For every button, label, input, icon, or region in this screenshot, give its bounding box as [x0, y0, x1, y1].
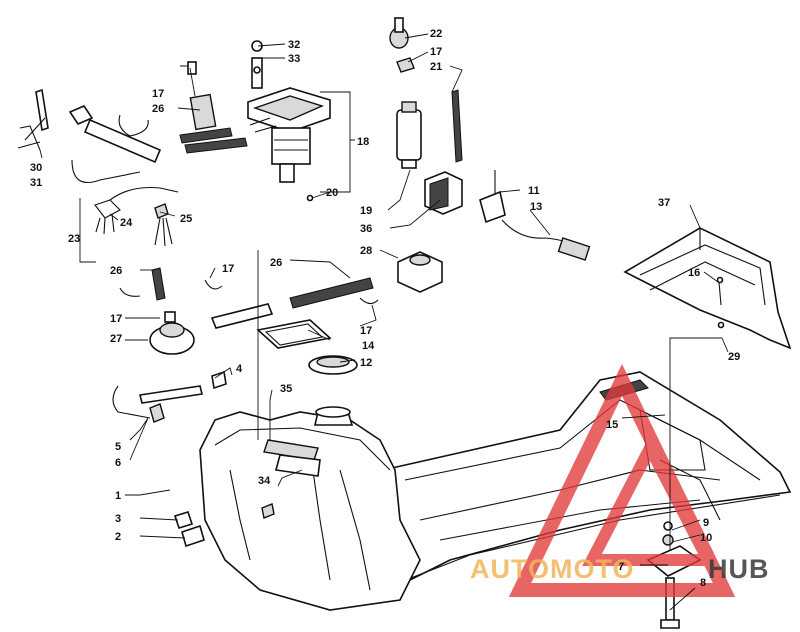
- callout-37: 37: [658, 197, 670, 209]
- tank-hardware: [149, 251, 443, 375]
- callout-26-b: 26: [110, 265, 122, 277]
- callout-4: 4: [236, 363, 243, 375]
- callout-1: 1: [115, 490, 121, 502]
- watermark-word-hub: HUB: [708, 554, 770, 584]
- callout-14: 14: [362, 340, 375, 352]
- brackets: [112, 370, 227, 423]
- callout-26-c: 26: [270, 257, 282, 269]
- callout-2: 2: [115, 531, 121, 543]
- callout-numbers: 32 33 22 17 21 17 26 18 20 19 36 11 13 3…: [30, 28, 740, 589]
- callout-25: 25: [180, 213, 192, 225]
- callout-12: 12: [360, 357, 372, 369]
- callout-22: 22: [430, 28, 442, 40]
- callout-17-e: 17: [360, 325, 372, 337]
- sender-parts: [424, 170, 591, 261]
- watermark-word-automoto: AUTOMOTO: [470, 554, 635, 584]
- callout-17-b: 17: [152, 88, 164, 100]
- wire-harness: [79, 186, 179, 263]
- callout-26-a: 26: [152, 103, 164, 115]
- callout-21: 21: [430, 61, 442, 73]
- fuel-tank: [199, 406, 421, 611]
- callout-35: 35: [280, 383, 292, 395]
- callout-5: 5: [115, 441, 121, 453]
- leader-lines: [39, 33, 729, 611]
- logo-triangle-inner: [582, 434, 718, 566]
- belly-cover: [623, 227, 792, 350]
- callout-3: 3: [115, 513, 121, 525]
- callout-8: 8: [700, 577, 706, 589]
- callout-9: 9: [703, 517, 709, 529]
- callout-31: 31: [30, 177, 42, 189]
- callout-20: 20: [326, 187, 338, 199]
- callout-17-c: 17: [222, 263, 234, 275]
- callout-27: 27: [110, 333, 122, 345]
- callout-30: 30: [30, 162, 42, 174]
- watermark-text: AUTOMOTO HUB: [470, 554, 770, 584]
- callout-36: 36: [360, 223, 372, 235]
- callout-15: 15: [606, 419, 618, 431]
- fuel-pump: [389, 17, 463, 169]
- callout-13: 13: [530, 201, 542, 213]
- callout-10: 10: [700, 532, 712, 544]
- callout-28: 28: [360, 245, 372, 257]
- callout-11: 11: [528, 185, 540, 197]
- watermark-logo: [508, 363, 736, 597]
- callout-33: 33: [288, 53, 300, 65]
- callout-32: 32: [288, 39, 300, 51]
- callout-17-a: 17: [430, 46, 442, 58]
- drain-fittings: [173, 503, 275, 548]
- callout-7: 7: [618, 561, 624, 573]
- callout-6: 6: [115, 457, 121, 469]
- callout-34: 34: [258, 475, 271, 487]
- callout-19: 19: [360, 205, 372, 217]
- callout-17-d: 17: [110, 313, 122, 325]
- callout-18: 18: [357, 136, 369, 148]
- callout-16: 16: [688, 267, 700, 279]
- lower-hoses: [119, 267, 379, 329]
- callout-24: 24: [120, 217, 133, 229]
- callout-23: 23: [68, 233, 80, 245]
- fuel-pump-assembly: [247, 40, 331, 202]
- callout-29: 29: [728, 351, 740, 363]
- fuel-lines: [17, 61, 277, 184]
